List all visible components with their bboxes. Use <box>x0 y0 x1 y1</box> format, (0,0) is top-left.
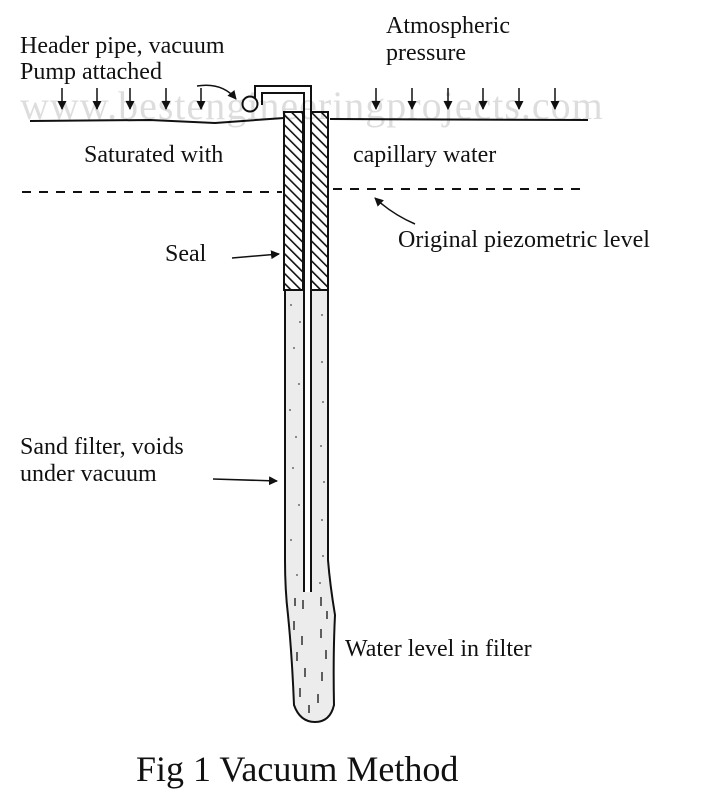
label-piezometric: Original piezometric level <box>398 227 650 253</box>
label-seal: Seal <box>165 241 207 267</box>
piezometric-level-line <box>22 188 585 193</box>
label-water-level: Water level in filter <box>345 636 532 662</box>
label-sand-filter-line-2: under vacuum <box>20 461 157 487</box>
well-point-pipe <box>303 112 312 592</box>
sand-stipple <box>289 304 325 584</box>
water-saturated-zone <box>293 597 328 713</box>
watermark: www.bestengineeringprojects.com <box>20 83 604 128</box>
label-capillary: capillary water <box>353 142 497 168</box>
label-header-pipe-line-1: Header pipe, vacuum <box>20 33 225 59</box>
figure-caption: Fig 1 Vacuum Method <box>136 749 459 789</box>
header-pipe-circle <box>241 95 259 113</box>
label-atmospheric-line-1: Atmospheric <box>386 13 510 39</box>
label-header-pipe-line-2: Pump attached <box>20 59 162 85</box>
ground-surface <box>29 117 589 125</box>
label-atmospheric-line-2: pressure <box>386 40 466 66</box>
label-arrows <box>196 84 416 486</box>
seal <box>283 111 329 291</box>
label-sand-filter-line-1: Sand filter, voids <box>20 434 184 460</box>
label-saturated: Saturated with <box>84 142 224 168</box>
header-pipe <box>241 85 312 113</box>
atmospheric-pressure-arrows <box>57 88 560 110</box>
